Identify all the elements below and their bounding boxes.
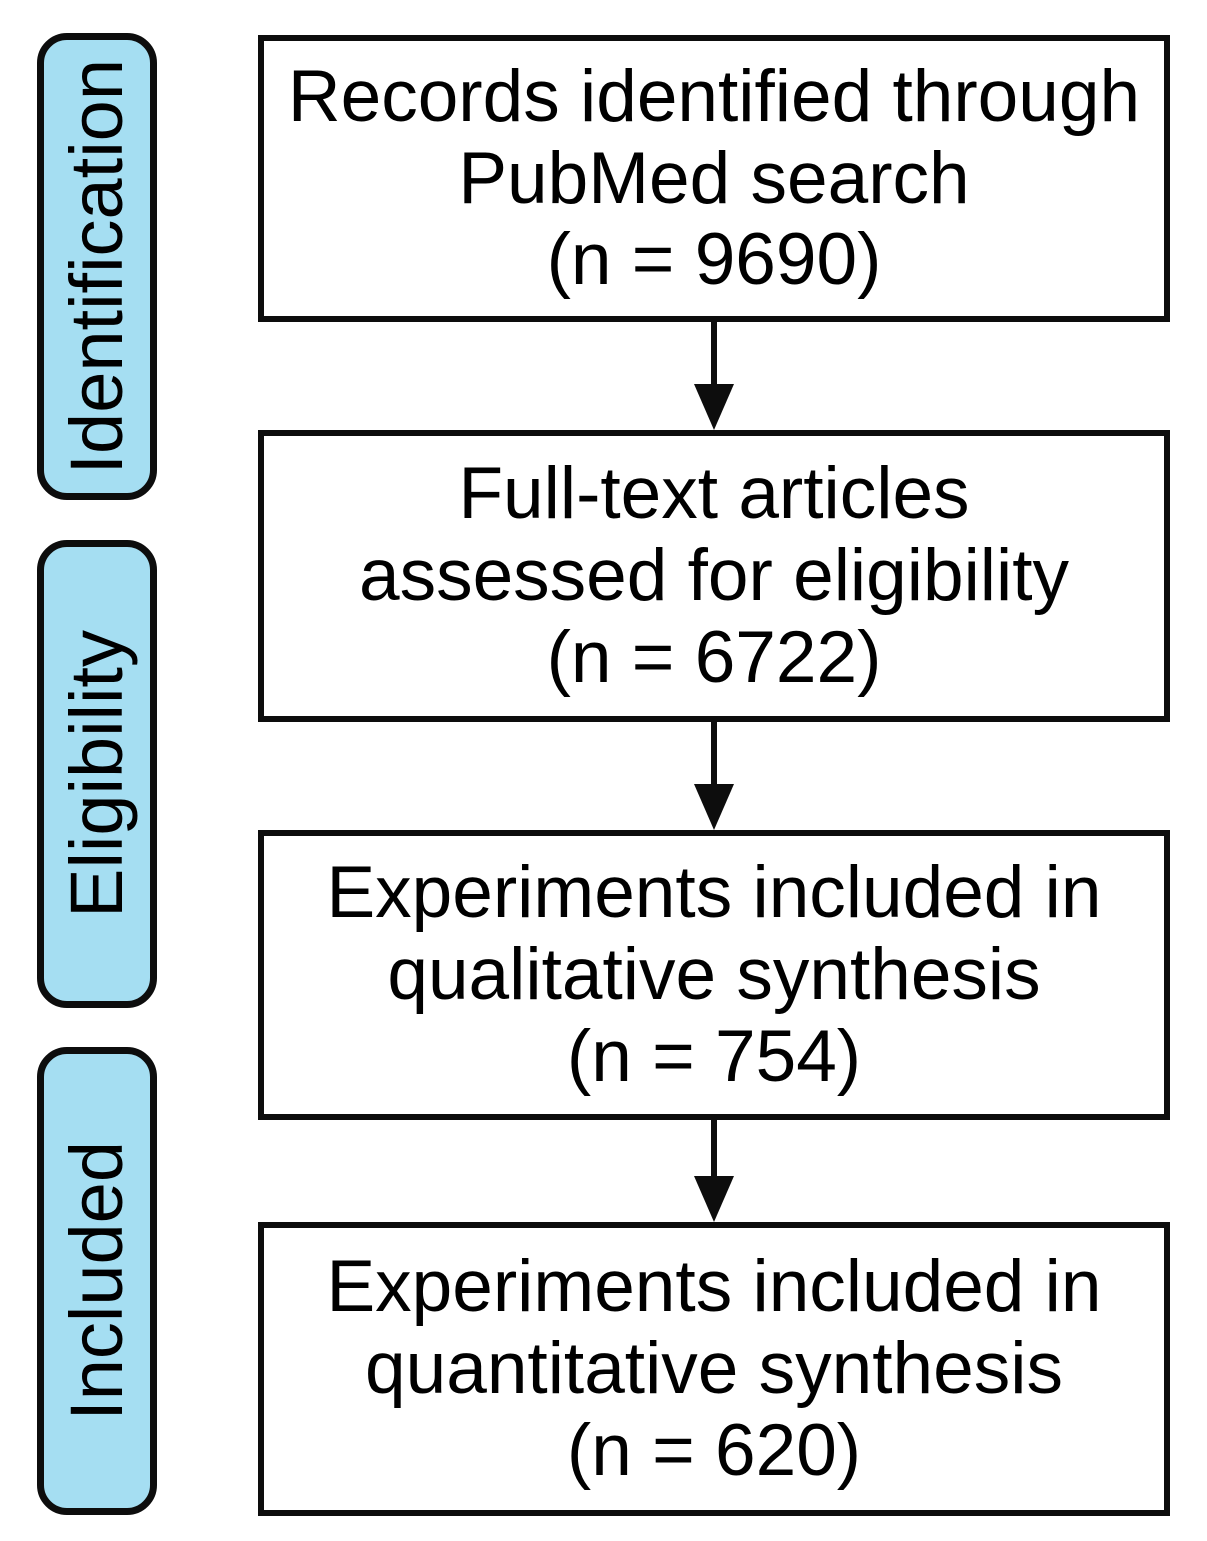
arrow-down-icon — [694, 1120, 734, 1222]
flow-box-text-line: quantitative synthesis — [365, 1328, 1063, 1410]
arrow-head — [694, 384, 734, 430]
arrow-head — [694, 1176, 734, 1222]
arrow-down-icon — [694, 722, 734, 830]
stage-label-identification: Identification — [37, 33, 157, 500]
flow-box-count: (n = 620) — [566, 1409, 862, 1491]
stage-label-identification-text: Identification — [55, 58, 138, 475]
stage-label-included: Included — [37, 1047, 157, 1515]
flow-box-text-line: Experiments included in — [326, 852, 1102, 934]
flow-box-count: (n = 9690) — [546, 219, 882, 301]
flow-box-count: (n = 754) — [566, 1015, 862, 1097]
flow-box-text-line: qualitative synthesis — [387, 934, 1041, 1016]
arrow-stem — [711, 722, 717, 796]
flow-box-text-line: Experiments included in — [326, 1246, 1102, 1328]
arrow-stem — [711, 322, 717, 396]
flow-box-text-line: Records identified through — [287, 55, 1141, 137]
flow-box-count: (n = 6722) — [546, 616, 882, 698]
arrow-down-icon — [694, 322, 734, 430]
flow-box-text-line: PubMed search — [458, 137, 970, 219]
flow-box-text-line: assessed for eligibility — [358, 535, 1070, 617]
arrow-stem — [711, 1120, 717, 1190]
arrow-head — [694, 784, 734, 830]
stage-label-eligibility-text: Eligibility — [55, 630, 138, 918]
flow-box-text-line: Full-text articles — [458, 453, 970, 535]
flow-box-quantitative-synthesis: Experiments included in quantitative syn… — [258, 1222, 1170, 1516]
flow-box-fulltext-assessed: Full-text articles assessed for eligibil… — [258, 430, 1170, 722]
flow-box-qualitative-synthesis: Experiments included in qualitative synt… — [258, 830, 1170, 1120]
stage-label-included-text: Included — [55, 1141, 138, 1421]
stage-label-eligibility: Eligibility — [37, 540, 157, 1008]
flow-box-records-identified: Records identified through PubMed search… — [258, 35, 1170, 322]
